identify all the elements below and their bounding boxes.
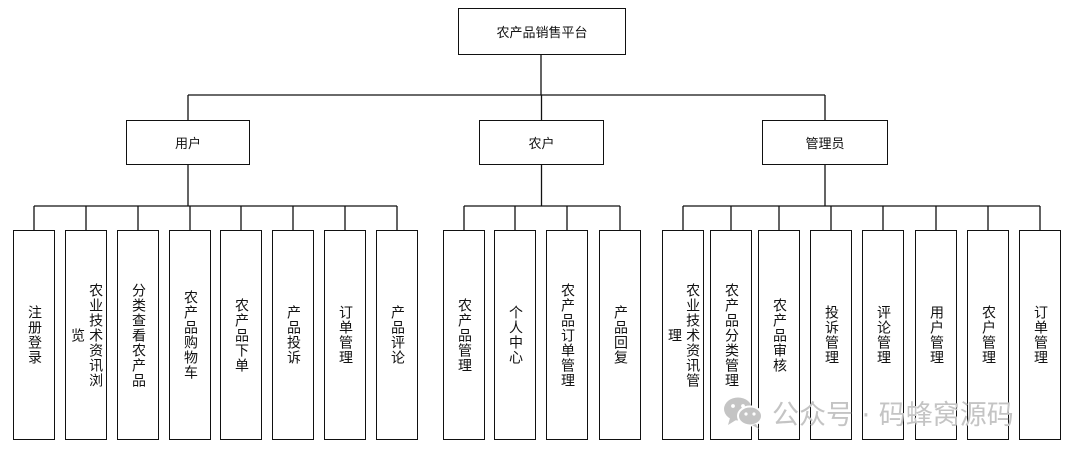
function-node: 分类查看农产品 [117, 230, 159, 440]
function-node: 农产品审核 [758, 230, 800, 440]
function-label: 订单管理 [1032, 305, 1049, 365]
function-label: 农业技术资讯管理 [666, 282, 701, 388]
function-node: 农业技术资讯管理 [662, 230, 704, 440]
role-node-farmer: 农户 [479, 120, 604, 165]
function-label: 农产品下单 [233, 297, 250, 373]
function-label: 农业技术资讯浏览 [69, 282, 104, 388]
function-node: 产品回复 [599, 230, 641, 440]
function-node: 用户管理 [915, 230, 957, 440]
function-label: 订单管理 [337, 305, 354, 365]
function-node: 农产品下单 [220, 230, 262, 440]
role-node-admin: 管理员 [762, 120, 888, 165]
function-label: 用户管理 [928, 305, 945, 365]
function-label: 评论管理 [875, 305, 892, 365]
function-label: 个人中心 [507, 305, 524, 365]
watermark: 公众号 · 码蜂窝源码 [722, 388, 1014, 436]
function-label: 农产品分类管理 [723, 282, 740, 388]
function-label: 农户管理 [980, 305, 997, 365]
function-node: 注册登录 [13, 230, 55, 440]
watermark-text: 公众号 · 码蜂窝源码 [772, 399, 1014, 431]
function-label: 农产品审核 [771, 297, 788, 373]
function-node: 农产品购物车 [169, 230, 211, 440]
function-label: 产品投诉 [285, 305, 302, 365]
role-node-user: 用户 [126, 120, 250, 165]
function-label: 产品回复 [612, 305, 629, 365]
function-node: 投诉管理 [810, 230, 852, 440]
function-label: 分类查看农产品 [130, 282, 147, 388]
role-label: 用户 [174, 137, 201, 152]
function-node: 评论管理 [862, 230, 904, 440]
function-label: 产品评论 [389, 305, 406, 365]
role-label: 农户 [528, 137, 555, 152]
function-label: 农产品订单管理 [559, 282, 576, 388]
wechat-icon [724, 397, 763, 429]
function-node: 个人中心 [494, 230, 536, 440]
function-node: 产品投诉 [272, 230, 314, 440]
function-node: 产品评论 [376, 230, 418, 440]
function-label: 农产品管理 [456, 297, 473, 373]
function-label: 投诉管理 [823, 305, 840, 365]
function-node: 农产品订单管理 [546, 230, 588, 440]
function-node: 农业技术资讯浏览 [65, 230, 107, 440]
function-label: 注册登录 [26, 305, 43, 365]
function-node: 订单管理 [324, 230, 366, 440]
function-node: 订单管理 [1019, 230, 1061, 440]
root-node: 农产品销售平台 [458, 8, 626, 55]
role-label: 管理员 [805, 137, 845, 152]
function-node: 农产品管理 [443, 230, 485, 440]
function-label: 农产品购物车 [182, 290, 199, 380]
function-node: 农户管理 [967, 230, 1009, 440]
root-label: 农产品销售平台 [496, 26, 588, 41]
